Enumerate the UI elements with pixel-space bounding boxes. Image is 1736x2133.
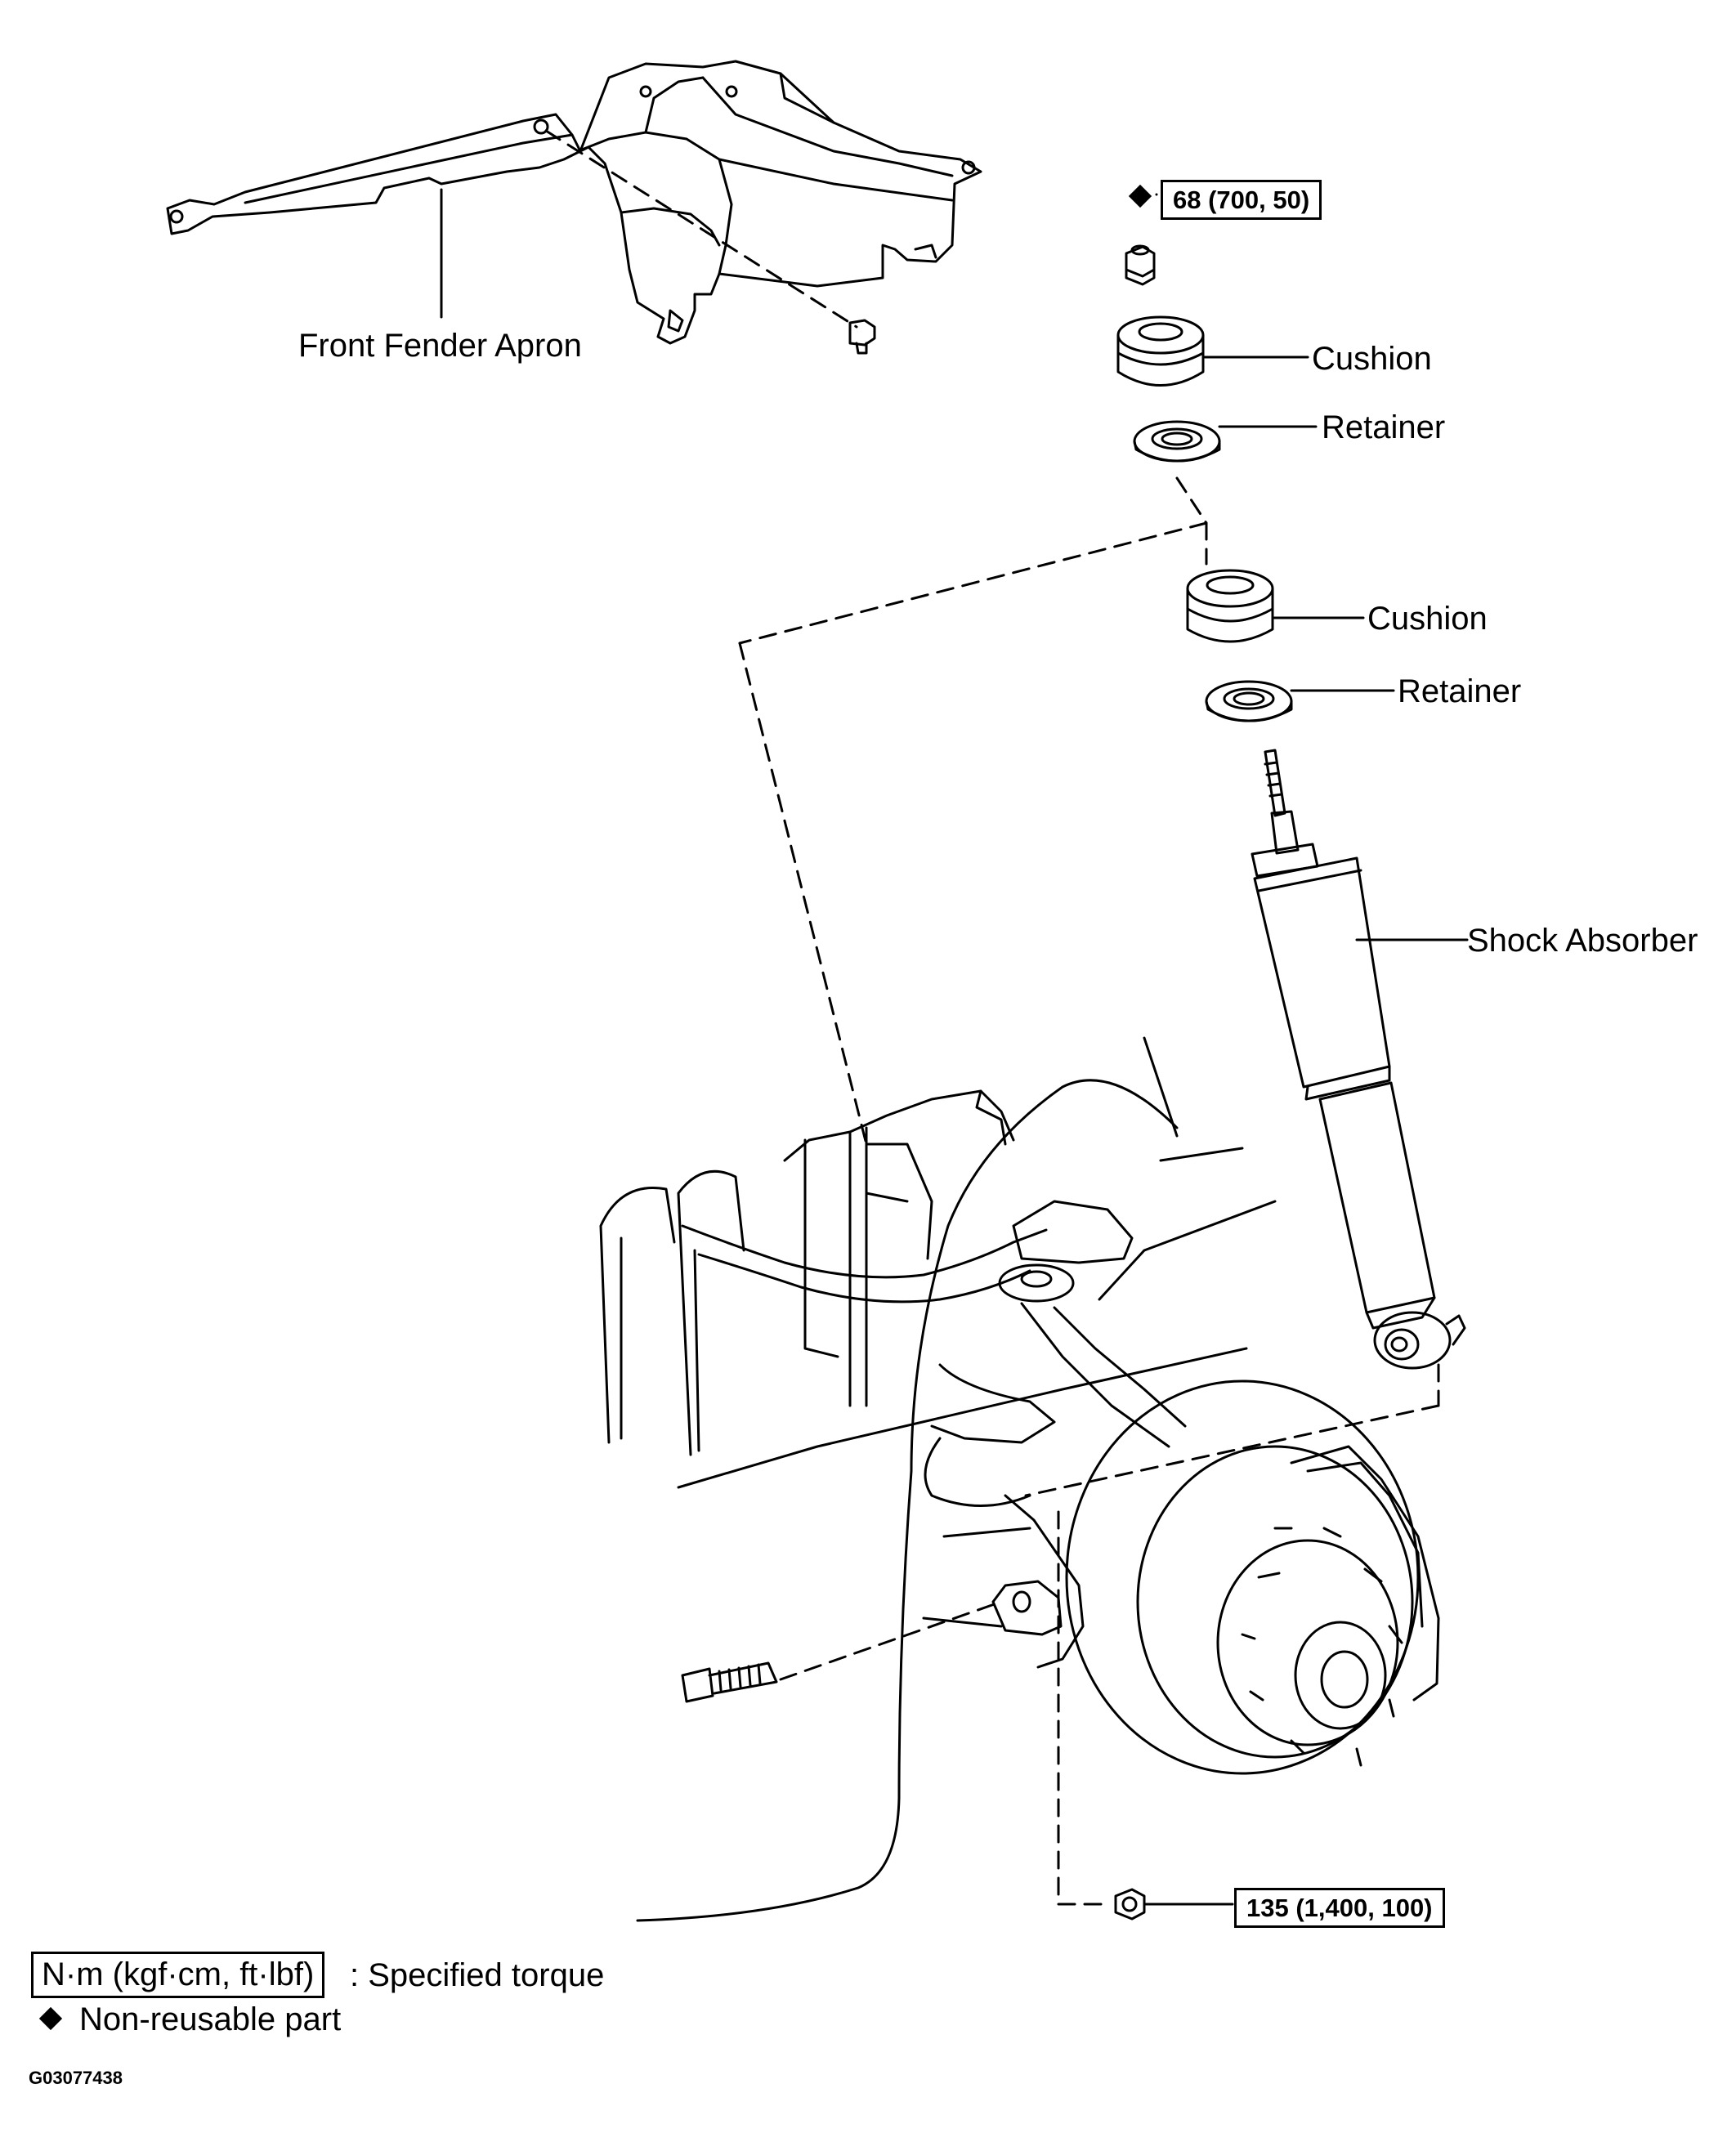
shock-absorber-drawing bbox=[1251, 749, 1469, 1370]
lower-cushion-label: Cushion bbox=[1367, 601, 1488, 637]
shock-absorber-label: Shock Absorber bbox=[1467, 923, 1698, 959]
figure-id: G03077438 bbox=[29, 2068, 123, 2088]
upper-cushion-drawing bbox=[1116, 315, 1309, 387]
torque-unit-legend-box: N·m (kgf·cm, ft·lbf) bbox=[31, 1952, 325, 1998]
axle-assembly-drawing bbox=[599, 1036, 1440, 1922]
non-reusable-legend-text: Non-reusable part bbox=[79, 2001, 342, 2037]
lower-retainer-label: Retainer bbox=[1398, 673, 1522, 709]
front-fender-apron-drawing bbox=[166, 60, 982, 355]
guide-dashed-lines bbox=[738, 476, 1440, 1906]
upper-retainer-label: Retainer bbox=[1322, 409, 1446, 445]
torque-unit-legend-text: : Specified torque bbox=[350, 1957, 605, 1993]
upper-nut-drawing bbox=[1125, 244, 1156, 286]
lower-nut-torque-spec: 135 (1,400, 100) bbox=[1234, 1888, 1445, 1928]
lower-retainer-drawing bbox=[1205, 680, 1395, 722]
upper-nut-torque-spec: 68 (700, 50) bbox=[1161, 180, 1322, 220]
lower-cushion-drawing bbox=[1186, 569, 1365, 643]
upper-cushion-label: Cushion bbox=[1312, 341, 1432, 377]
front-fender-apron-label: Front Fender Apron bbox=[298, 328, 582, 364]
upper-retainer-drawing bbox=[1133, 420, 1318, 463]
